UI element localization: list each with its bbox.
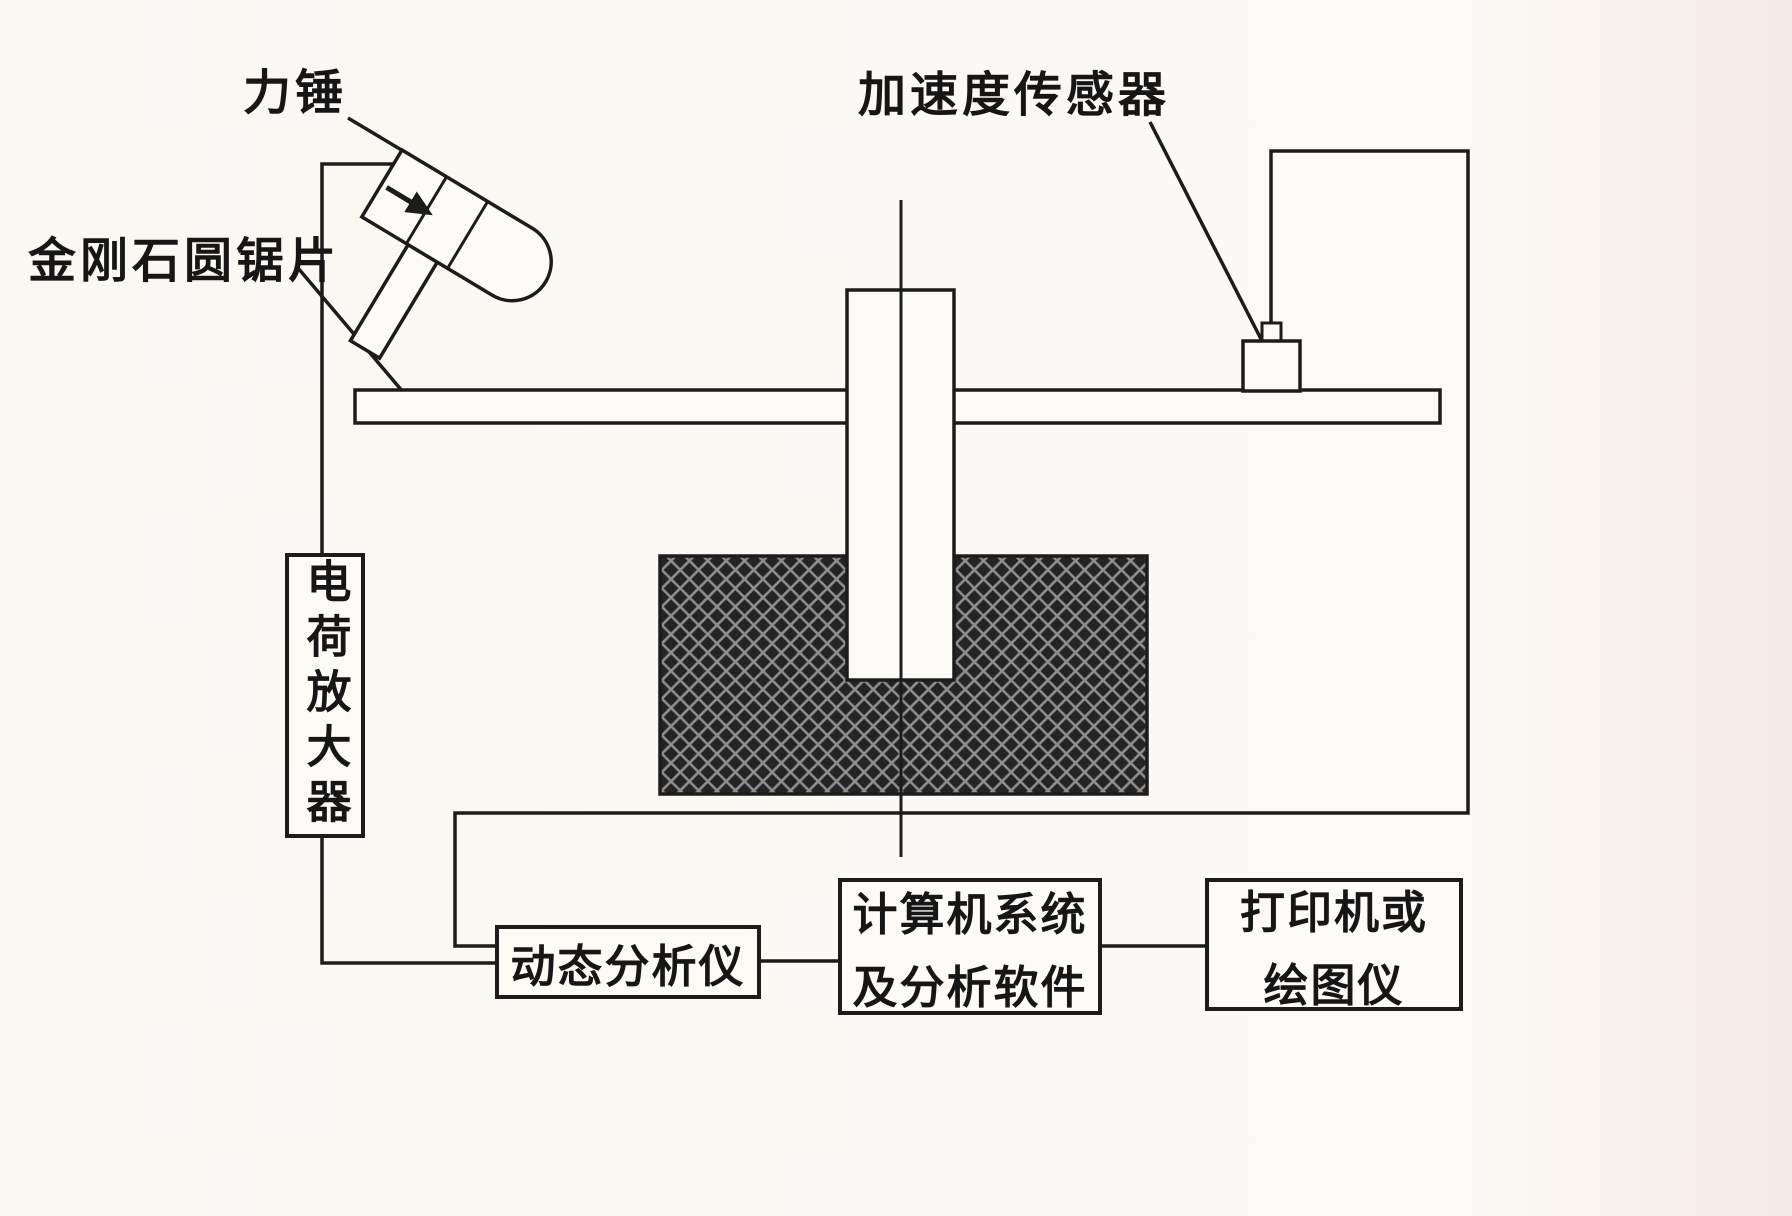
impact-arrow-head xyxy=(404,191,433,216)
impact-arrow-line xyxy=(385,185,414,205)
computer-system-box: 计算机系统 及分析软件 xyxy=(838,878,1102,1015)
accelerometer-label-leader-line xyxy=(1148,121,1264,342)
accelerometer-label: 加速度传感器 xyxy=(858,69,1171,122)
dynamic-analyzer-label: 动态分析仪 xyxy=(510,940,746,992)
accelerometer-shape xyxy=(1241,339,1302,393)
hammer-head-shape xyxy=(359,147,553,303)
dynamic-analyzer-box: 动态分析仪 xyxy=(495,925,761,999)
charge-amplifier-box: 电荷放大器 xyxy=(285,553,365,838)
printer-plotter-box: 打印机或 绘图仪 xyxy=(1205,878,1463,1011)
printer-plotter-label-line2: 绘图仪 xyxy=(1263,959,1405,1011)
charge-amplifier-to-analyzer-wire xyxy=(320,838,495,965)
computer-system-label-line1: 计算机系统 xyxy=(852,888,1088,940)
force-hammer-shape xyxy=(348,147,553,361)
printer-plotter-label-line1: 打印机或 xyxy=(1239,886,1428,938)
accelerometer-to-analyzer-wire xyxy=(453,149,1470,948)
saw-blade-label: 金刚石圆锯片 xyxy=(28,235,341,288)
hammer-handle-shape xyxy=(348,242,440,361)
computer-system-label-line2: 及分析软件 xyxy=(852,961,1088,1013)
hammer-to-charge-amplifier-wire xyxy=(320,162,400,553)
charge-amplifier-label: 电荷放大器 xyxy=(299,558,351,833)
hammer-label: 力锤 xyxy=(243,67,348,120)
